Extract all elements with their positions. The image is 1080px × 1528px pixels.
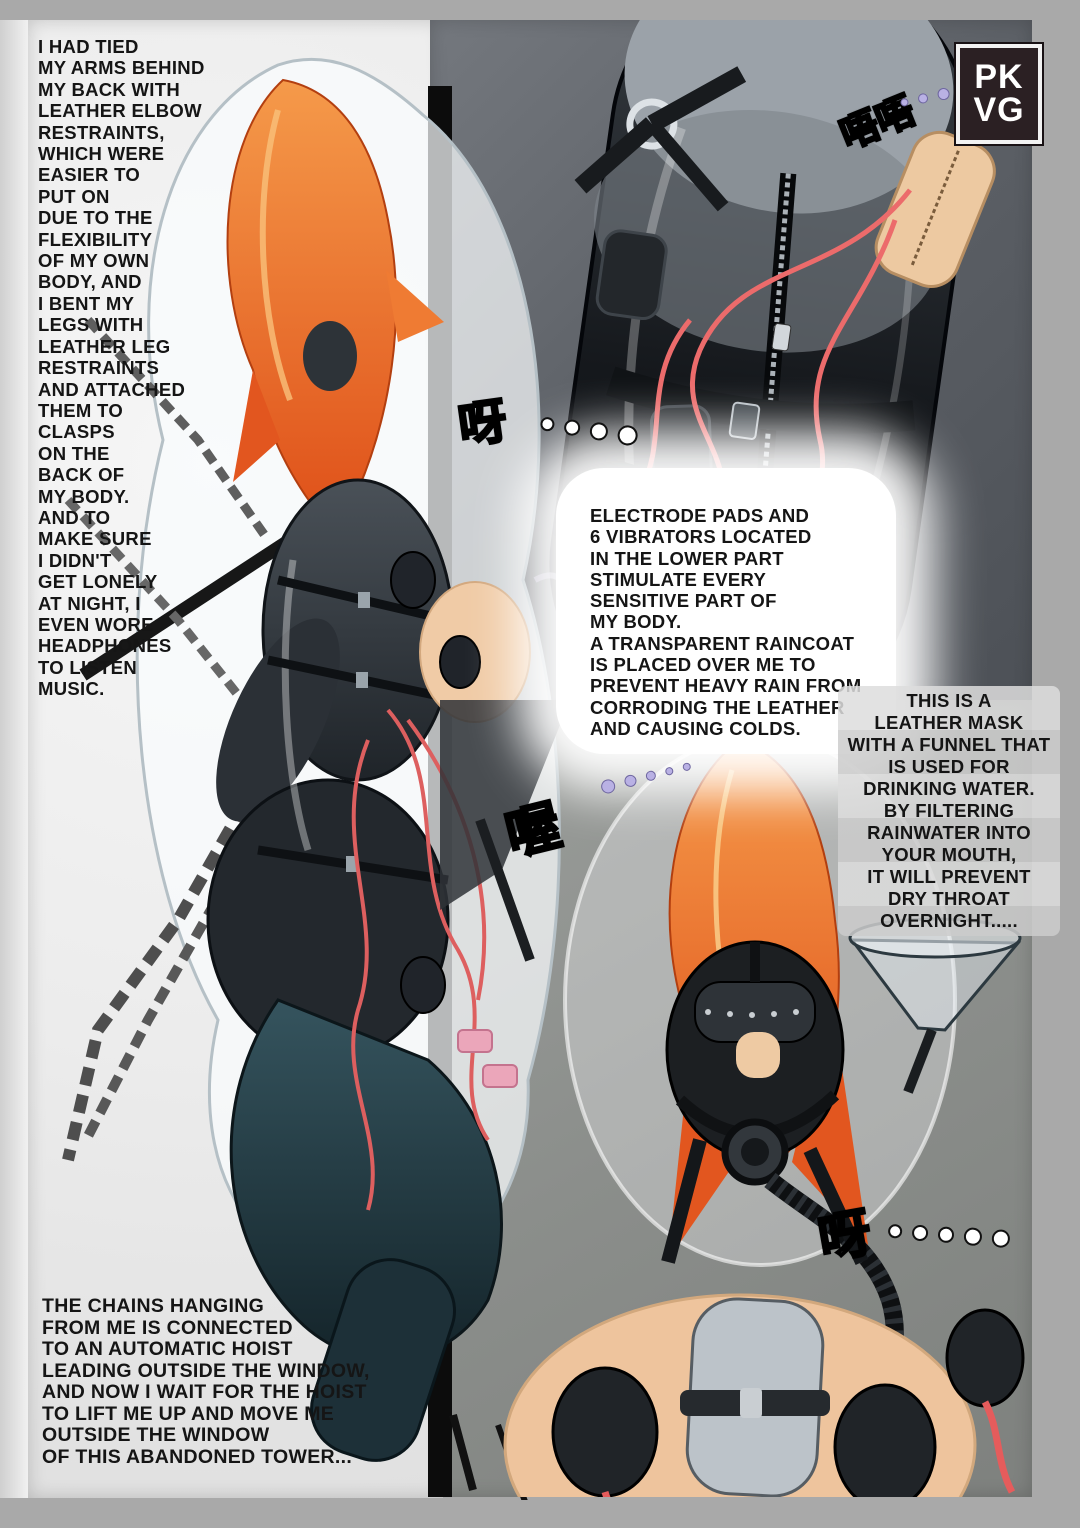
page-left-margin [0, 20, 28, 1498]
sfx-gasp-top-text: 呀 [454, 394, 511, 456]
narration-top-left: I HAD TIED MY ARMS BEHIND MY BACK WITH L… [38, 36, 205, 700]
narration-mask: THIS IS A LEATHER MASK WITH A FUNNEL THA… [838, 686, 1060, 936]
panel-divider-bar [428, 86, 452, 1497]
pkvg-logo-line1: PK [974, 57, 1024, 96]
pkvg-logo-line2: VG [973, 91, 1025, 129]
pkvg-logo: PK VG [954, 42, 1044, 146]
narration-bottom-left: THE CHAINS HANGING FROM ME IS CONNECTED … [42, 1295, 370, 1468]
